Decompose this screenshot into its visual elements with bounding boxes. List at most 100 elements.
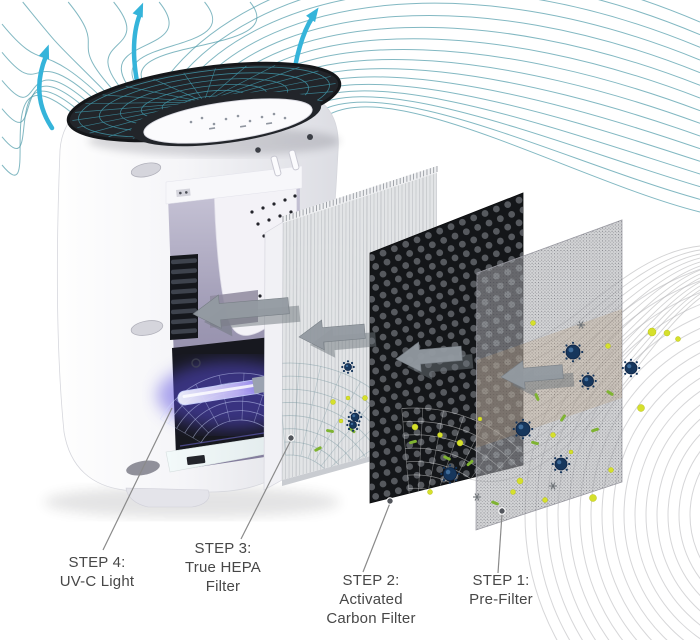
dust-particle-icon (345, 395, 351, 401)
dust-particle-icon (456, 439, 464, 447)
step-subtitle: Filter (205, 578, 241, 595)
pollen-particle-icon (577, 321, 585, 329)
sill-slot (186, 455, 206, 465)
label-step-1: STEP 1: Pre-Filter (469, 571, 533, 609)
leader-dot (386, 497, 394, 505)
dust-particle-icon (516, 477, 524, 485)
panel-button-icon (189, 120, 193, 124)
dust-particle-icon (647, 327, 657, 337)
virus-particle-icon (440, 464, 460, 484)
leader-dot (498, 507, 506, 515)
step-subtitle: True HEPA (185, 559, 261, 576)
dust-particle-icon (477, 416, 483, 422)
dust-particle-icon (427, 489, 433, 495)
dust-particle-icon (338, 418, 344, 424)
panel-button-icon (236, 114, 240, 118)
particles (314, 320, 681, 506)
step-title: STEP 4: (68, 554, 126, 571)
dust-particle-icon (605, 343, 611, 349)
heatsink-fins (171, 258, 197, 335)
dust-particle-icon (663, 329, 671, 337)
label-step-4: STEP 4: UV-C Light (60, 553, 135, 591)
bacteria-particle-icon (466, 459, 474, 467)
hepa-top-ticks (282, 166, 438, 222)
bacteria-particle-icon (491, 500, 499, 506)
hinge-detail (176, 188, 191, 197)
handle-slot (130, 320, 164, 336)
dust-particle-icon (589, 494, 597, 502)
bacteria-particle-icon (443, 455, 451, 461)
virus-particle-icon (341, 360, 355, 374)
screw-dot (255, 147, 261, 153)
flow-arrow-icon (192, 294, 290, 329)
bacteria-particle-icon (606, 390, 614, 396)
panel-button-icon (212, 122, 216, 126)
flow-arrow-icon (395, 341, 463, 373)
bacteria-particle-icon (531, 440, 539, 446)
panel-button-icon (200, 116, 204, 120)
airflow-arrowhead-icon (132, 2, 144, 18)
virus-particle-icon (346, 418, 360, 432)
leader-dots (287, 434, 506, 515)
heatsink (170, 254, 198, 340)
leader-line-step-4 (102, 407, 173, 551)
step-subtitle: Carbon Filter (326, 610, 416, 627)
dust-particle-icon (362, 395, 368, 401)
cutaway-top-band (165, 165, 303, 205)
bacteria-particle-icon (560, 414, 566, 422)
dust-particle-icon (608, 467, 614, 473)
bacteria-particle-icon (314, 446, 322, 452)
step-subtitle: Activated (339, 591, 403, 608)
handle-slot (130, 162, 162, 178)
panel-button-icon (224, 117, 228, 121)
hepa-frame-side (263, 221, 284, 491)
leader-line-step-3 (240, 439, 292, 540)
leader-line-step-2 (362, 502, 391, 573)
panel-button-icon (260, 115, 264, 119)
vent-slot (270, 155, 282, 177)
airflow-arrowhead-icon (38, 44, 50, 60)
leader-line-step-1 (497, 513, 503, 574)
bacteria-particle-icon (326, 429, 334, 433)
bacteria-particle-icon (534, 393, 540, 401)
virus-particle-icon (562, 341, 584, 363)
virus-particle-icon (512, 418, 534, 440)
label-step-2: STEP 2: Activated Carbon Filter (326, 571, 415, 628)
leader-dot (287, 434, 295, 442)
panel-button-icon (272, 112, 276, 116)
step-subtitle: UV-C Light (59, 573, 135, 590)
dust-particle-icon (542, 497, 548, 503)
dust-particle-icon (411, 423, 419, 431)
virus-particle-icon (621, 358, 641, 378)
bacteria-particle-icon (348, 426, 356, 434)
dust-particle-icon (437, 432, 443, 438)
dust-particle-icon (330, 399, 336, 405)
bacteria-particle-icon (409, 439, 417, 445)
flow-arrows (192, 294, 575, 398)
control-panel-icons[interactable] (189, 112, 287, 130)
step-title: STEP 2: (342, 572, 400, 589)
dust-particle-icon (550, 432, 556, 438)
pollen-particle-icon (549, 482, 557, 490)
dust-particle-icon (530, 320, 536, 326)
panel-button-icon (248, 119, 252, 123)
control-panel[interactable] (141, 90, 315, 151)
pollen-particle-icon (473, 493, 481, 501)
panel-button-icon (283, 116, 287, 120)
airflow-arrow-icon (37, 53, 55, 131)
dust-particle-icon (637, 404, 645, 412)
airflow-arrowhead-icon (306, 7, 319, 23)
leader-lines (102, 407, 503, 574)
virus-particle-icon (551, 454, 571, 474)
step-title: STEP 3: (194, 540, 252, 557)
dust-particle-icon (510, 489, 516, 495)
vent-slot (288, 149, 300, 171)
step-title: STEP 1: (472, 572, 530, 589)
virus-particle-icon (579, 372, 597, 390)
bacteria-particle-icon (591, 427, 599, 433)
dust-particle-icon (568, 449, 574, 455)
label-step-3: STEP 3: True HEPA Filter (185, 539, 261, 596)
flow-arrow-icon (298, 319, 366, 351)
